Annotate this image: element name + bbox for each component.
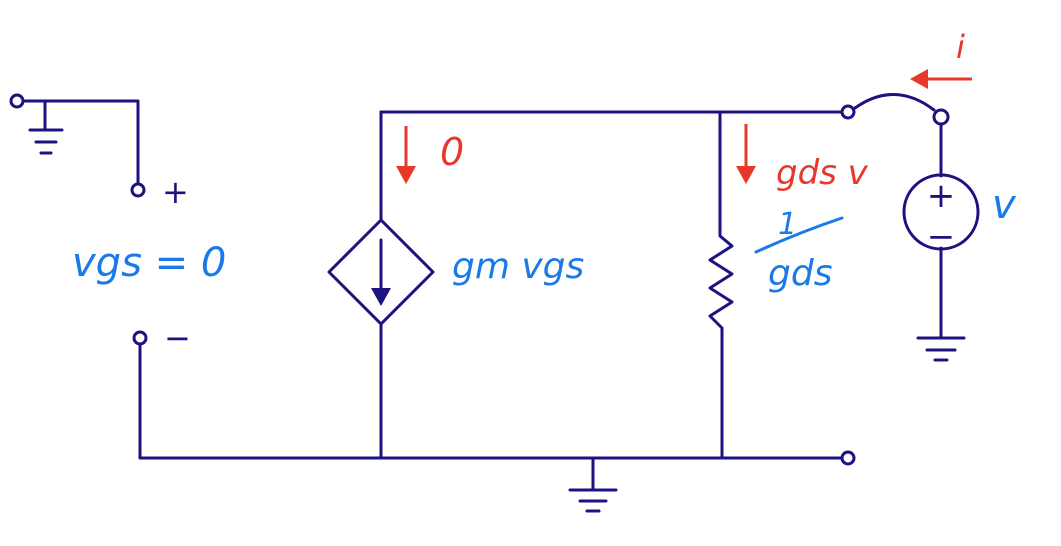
vgs-plus-node (130, 182, 146, 198)
ground-icon-test (916, 336, 966, 362)
dependent-current-source-icon (327, 110, 435, 460)
resistor-current-label: gds v (776, 153, 869, 193)
dependent-current-label: 0 (440, 130, 464, 174)
source-minus-sign: − (927, 217, 956, 257)
gate-node (9, 93, 25, 109)
bottom-rail (138, 342, 843, 460)
voltage-source-icon (902, 173, 980, 251)
connection-arc (853, 93, 936, 112)
dependent-source-label: gm vgs (452, 246, 584, 287)
input-minus-sign: − (164, 319, 191, 357)
arrow-down-icon-dependent (396, 126, 416, 184)
resistor-numerator: 1 (778, 207, 797, 242)
source-node (840, 450, 856, 466)
fraction-bar (754, 216, 844, 254)
test-source-node (932, 108, 950, 126)
input-plus-sign: + (162, 173, 189, 211)
resistor-icon (708, 110, 734, 460)
resistor-denominator: gds (768, 253, 832, 294)
test-voltage-label: v (992, 182, 1017, 228)
vgs-minus-node (132, 330, 148, 346)
source-plus-sign: + (927, 176, 956, 216)
ground-icon (568, 456, 618, 513)
test-current-label: i (956, 28, 965, 66)
arrow-left-icon-test (910, 69, 972, 89)
drain-node (840, 104, 856, 120)
vgs-condition-label: vgs = 0 (72, 240, 226, 286)
arrow-down-icon-resistor (736, 124, 756, 184)
gate-wire (22, 99, 140, 186)
